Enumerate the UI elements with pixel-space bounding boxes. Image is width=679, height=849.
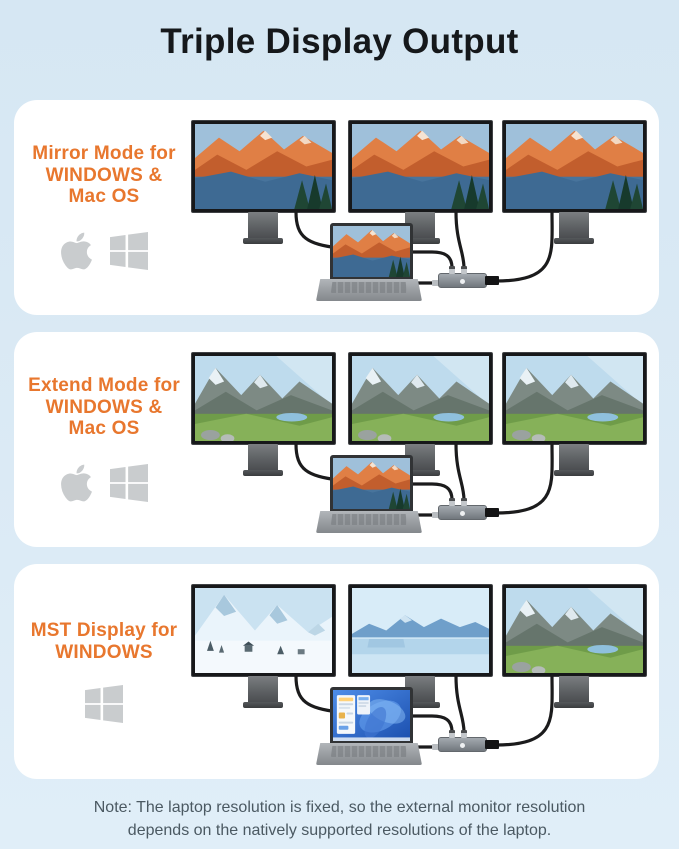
mode-card-extend: Extend Mode for WINDOWS & Mac OS bbox=[14, 332, 659, 547]
laptop-screen-image bbox=[333, 690, 410, 741]
laptop-screen bbox=[330, 223, 413, 279]
monitor-stand bbox=[554, 444, 594, 476]
monitor-stand bbox=[243, 676, 283, 708]
apple-logo-icon bbox=[60, 232, 92, 270]
windows-logo-icon bbox=[85, 685, 123, 724]
connection-diagram-mirror bbox=[186, 100, 659, 315]
keyboard-keys bbox=[330, 746, 408, 757]
hub-logo-dot bbox=[460, 511, 465, 516]
usb-hub bbox=[438, 273, 487, 288]
external-monitor-3 bbox=[502, 120, 647, 213]
keyboard-keys bbox=[330, 282, 408, 293]
monitor-stand bbox=[243, 212, 283, 244]
laptop-keyboard bbox=[316, 511, 422, 533]
monitor-screen-image bbox=[195, 356, 332, 441]
mode-left-column: MST Display for WINDOWS bbox=[22, 564, 186, 779]
laptop-screen bbox=[330, 455, 413, 511]
apple-logo-icon bbox=[60, 464, 92, 502]
laptop-keyboard bbox=[316, 279, 422, 301]
monitor-stand bbox=[554, 676, 594, 708]
usb-c-plug bbox=[432, 744, 439, 750]
platform-logos bbox=[60, 462, 149, 504]
hdmi-plug bbox=[449, 498, 455, 506]
external-monitor-2 bbox=[348, 120, 493, 213]
usb-hub bbox=[438, 505, 487, 520]
external-monitor-2 bbox=[348, 352, 493, 445]
hdmi-plug bbox=[461, 730, 467, 738]
hub-logo-dot bbox=[460, 743, 465, 748]
mode-card-mst: MST Display for WINDOWS bbox=[14, 564, 659, 779]
mode-card-mirror: Mirror Mode for WINDOWS & Mac OS bbox=[14, 100, 659, 315]
monitor-screen-image bbox=[506, 356, 643, 441]
monitor-screen-image bbox=[195, 124, 332, 209]
connection-diagram-mst bbox=[186, 564, 659, 779]
monitor-stand bbox=[243, 444, 283, 476]
mode-title: Mirror Mode for WINDOWS & Mac OS bbox=[32, 143, 176, 208]
usb-c-plug bbox=[432, 512, 439, 518]
monitor-screen-image bbox=[506, 588, 643, 673]
hdmi-plug bbox=[449, 266, 455, 274]
monitor-screen-image bbox=[352, 588, 489, 673]
laptop-screen bbox=[330, 687, 413, 743]
platform-logos bbox=[60, 230, 149, 272]
mode-title: MST Display for WINDOWS bbox=[30, 619, 178, 663]
note-text: Note: The laptop resolution is fixed, so… bbox=[93, 799, 586, 840]
hdmi-plug bbox=[461, 266, 467, 274]
mode-left-column: Mirror Mode for WINDOWS & Mac OS bbox=[22, 100, 186, 315]
cable-plug bbox=[485, 740, 499, 749]
mode-title: Extend Mode for WINDOWS & Mac OS bbox=[28, 375, 180, 440]
usb-hub bbox=[438, 737, 487, 752]
page-title: Triple Display Output bbox=[160, 22, 519, 61]
external-monitor-1 bbox=[191, 120, 336, 213]
external-monitor-3 bbox=[502, 584, 647, 677]
platform-logos bbox=[84, 685, 124, 724]
windows-logo-icon bbox=[109, 231, 148, 270]
hdmi-plug bbox=[461, 498, 467, 506]
monitor-screen-image bbox=[195, 588, 332, 673]
hub-logo-dot bbox=[460, 279, 465, 284]
external-monitor-1 bbox=[191, 352, 336, 445]
external-monitor-3 bbox=[502, 352, 647, 445]
monitor-screen-image bbox=[352, 124, 489, 209]
monitor-screen-image bbox=[506, 124, 643, 209]
cable-plug bbox=[485, 276, 499, 285]
external-monitor-1 bbox=[191, 584, 336, 677]
monitor-stand bbox=[554, 212, 594, 244]
usb-c-plug bbox=[432, 280, 439, 286]
laptop-keyboard bbox=[316, 743, 422, 765]
windows-logo-icon bbox=[109, 463, 148, 502]
external-monitor-2 bbox=[348, 584, 493, 677]
cable-plug bbox=[485, 508, 499, 517]
keyboard-keys bbox=[330, 514, 408, 525]
connection-diagram-extend bbox=[186, 332, 659, 547]
laptop-screen-image bbox=[333, 226, 410, 277]
monitor-screen-image bbox=[352, 356, 489, 441]
laptop-screen-image bbox=[333, 458, 410, 509]
mode-left-column: Extend Mode for WINDOWS & Mac OS bbox=[22, 332, 186, 547]
hdmi-plug bbox=[449, 730, 455, 738]
